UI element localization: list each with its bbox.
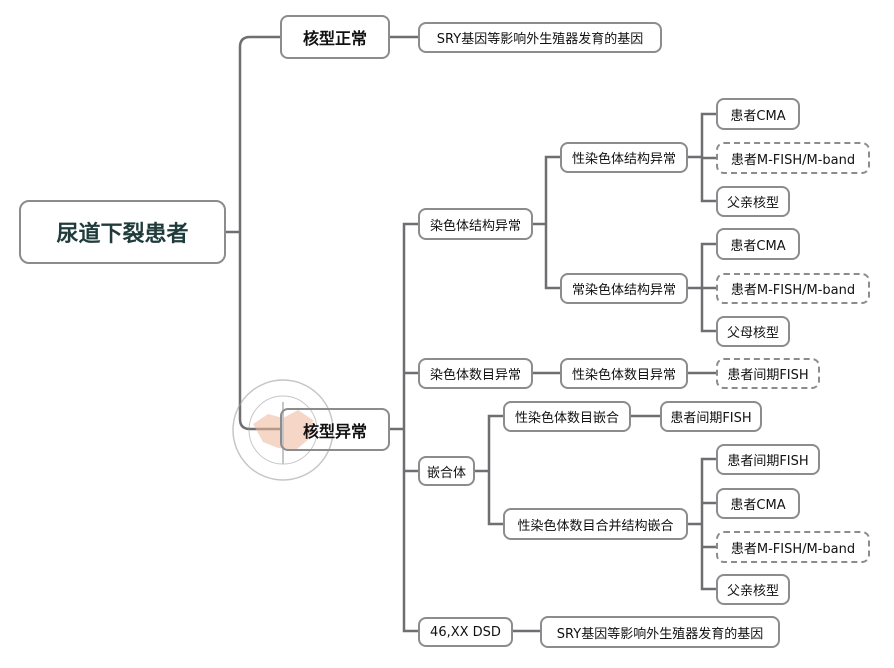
leaf-patient-mfish[interactable]: 患者M-FISH/M-band [716, 142, 870, 174]
leaf-parents-karyotype[interactable]: 父母核型 [716, 316, 790, 347]
node-numerical-structural-mosaic[interactable]: 性染色体数目合并结构嵌合 [503, 508, 688, 540]
node-abnormal-karyotype[interactable]: 核型异常 [280, 408, 390, 451]
chinese-medical-association-logo [232, 379, 334, 481]
node-sry-genes[interactable]: SRY基因等影响外生殖器发育的基因 [418, 22, 662, 53]
node-mosaic[interactable]: 嵌合体 [418, 456, 475, 486]
leaf-patient-cma[interactable]: 患者CMA [716, 228, 800, 260]
leaf-father-karyotype[interactable]: 父亲核型 [716, 574, 790, 605]
leaf-patient-interphase-fish[interactable]: 患者间期FISH [660, 401, 762, 432]
node-numerical-abnormality[interactable]: 染色体数目异常 [418, 358, 533, 389]
leaf-patient-interphase-fish[interactable]: 患者间期FISH [716, 358, 820, 389]
leaf-father-karyotype[interactable]: 父亲核型 [716, 186, 790, 217]
node-sry-genes[interactable]: SRY基因等影响外生殖器发育的基因 [540, 616, 780, 648]
node-normal-karyotype[interactable]: 核型正常 [280, 15, 390, 59]
node-sex-chromosome-numerical[interactable]: 性染色体数目异常 [560, 358, 688, 389]
node-sex-chromosome-numerical-mosaic[interactable]: 性染色体数目嵌合 [503, 401, 631, 432]
node-autosome-structural[interactable]: 常染色体结构异常 [560, 273, 688, 304]
root-node[interactable]: 尿道下裂患者 [19, 200, 226, 264]
leaf-patient-cma[interactable]: 患者CMA [716, 488, 800, 519]
leaf-patient-interphase-fish[interactable]: 患者间期FISH [716, 444, 820, 475]
node-sex-chromosome-structural[interactable]: 性染色体结构异常 [560, 142, 688, 173]
node-structural-abnormality[interactable]: 染色体结构异常 [418, 208, 533, 240]
leaf-patient-mfish[interactable]: 患者M-FISH/M-band [716, 531, 870, 563]
leaf-patient-cma[interactable]: 患者CMA [716, 98, 800, 130]
leaf-patient-mfish[interactable]: 患者M-FISH/M-band [716, 273, 870, 304]
node-46xx-dsd[interactable]: 46,XX DSD [418, 617, 513, 647]
